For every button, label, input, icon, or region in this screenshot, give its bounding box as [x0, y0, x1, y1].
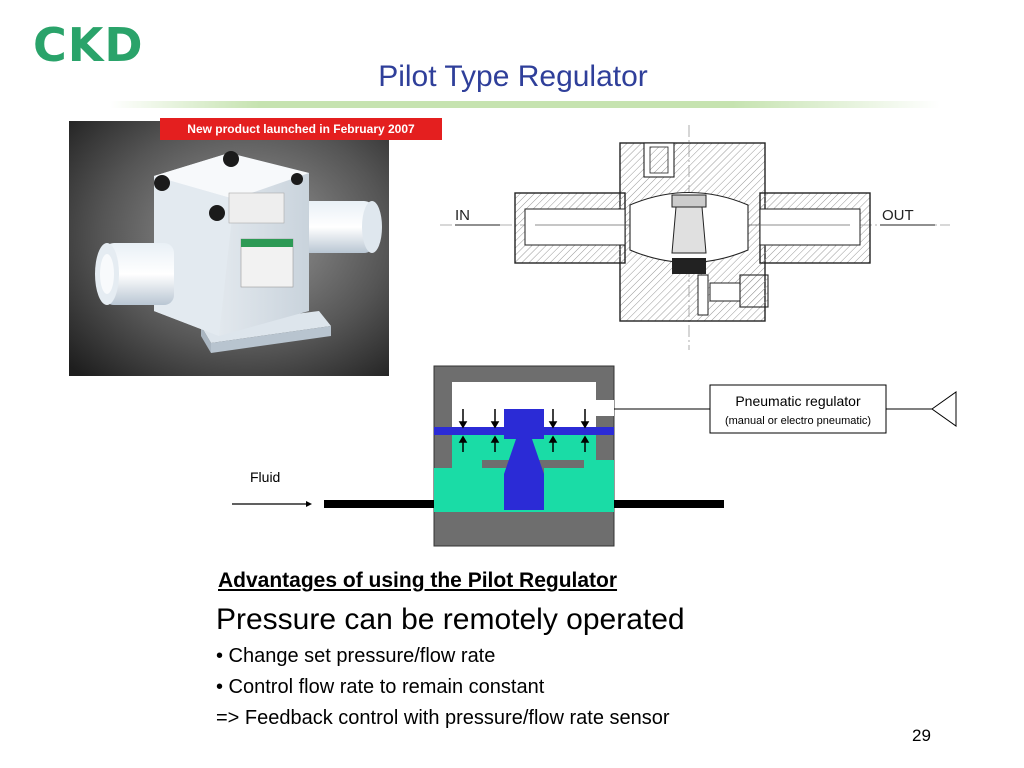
- pilot-schematic: Fluid Pneumatic regulator (manual or ele…: [232, 365, 957, 547]
- regulator-label: Pneumatic regulator: [735, 393, 861, 409]
- bullet-item: • Control flow rate to remain constant: [216, 676, 545, 698]
- product-photo: [69, 121, 389, 376]
- cutaway-drawing: IN OUT: [440, 125, 950, 350]
- slide-title: Pilot Type Regulator: [0, 60, 1024, 94]
- advantages-lead: Pressure can be remotely operated: [216, 603, 685, 636]
- page-number: 29: [912, 726, 931, 745]
- ckd-logo: CKD: [33, 18, 144, 72]
- regulator-sublabel: (manual or electro pneumatic): [725, 415, 871, 427]
- fluid-label: Fluid: [250, 469, 280, 485]
- feedback-note: => Feedback control with pressure/flow r…: [216, 707, 670, 729]
- title-divider: [110, 101, 940, 108]
- slide-title-text: Pilot Type Regulator: [378, 60, 648, 93]
- in-label: IN: [455, 207, 470, 224]
- advantages-heading: Advantages of using the Pilot Regulator: [218, 569, 618, 592]
- new-product-badge: New product launched in February 2007: [160, 118, 442, 140]
- bullet-item: • Change set pressure/flow rate: [216, 645, 496, 667]
- out-label: OUT: [882, 207, 914, 224]
